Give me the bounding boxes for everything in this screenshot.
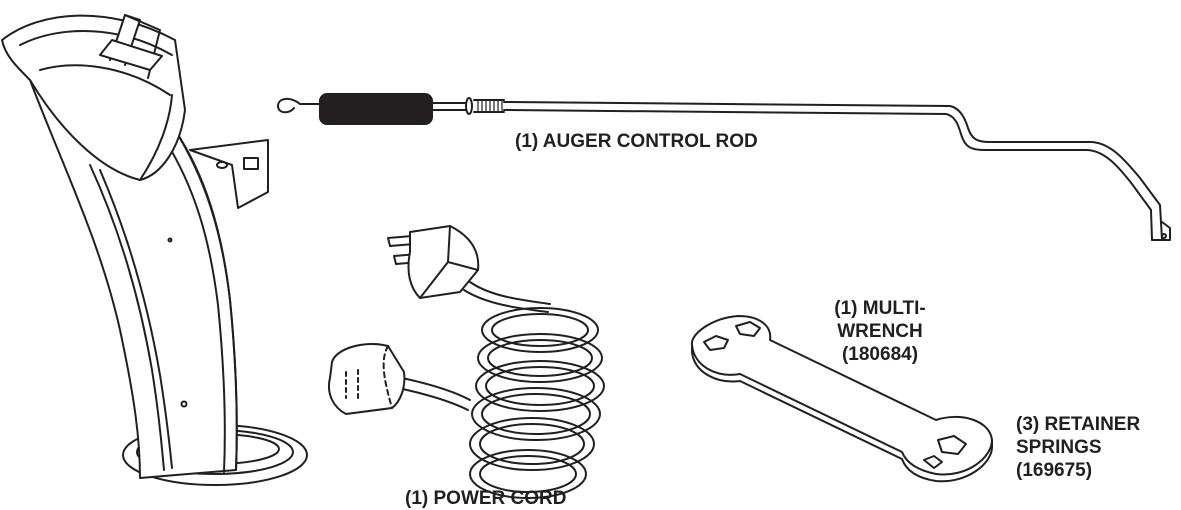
auger-control-rod-label: (1) AUGER CONTROL ROD xyxy=(515,130,758,153)
multi-wrench-drawing xyxy=(690,315,993,483)
discharge-chute-drawing xyxy=(1,14,308,486)
cord-coil xyxy=(469,307,605,499)
retainer-springs-line-1: (3) RETAINER xyxy=(1016,414,1141,435)
auger-control-rod-text: (1) AUGER CONTROL ROD xyxy=(515,131,758,152)
multi-wrench-line-2: WRENCH xyxy=(837,321,923,342)
power-cord-label: (1) POWER CORD xyxy=(405,487,567,510)
retainer-springs-label: (3) RETAINER SPRINGS (169675) xyxy=(1016,413,1140,482)
retainer-springs-line-2: SPRINGS xyxy=(1016,437,1102,458)
power-cord-text: (1) POWER CORD xyxy=(405,488,567,509)
multi-wrench-part-number: (180684) xyxy=(841,344,919,365)
multi-wrench-line-1: (1) MULTI- xyxy=(834,298,926,319)
power-cord-drawing xyxy=(328,225,605,499)
auger-control-rod-drawing xyxy=(277,93,1171,241)
retainer-springs-part-number: (169675) xyxy=(1016,460,1093,481)
multi-wrench-label: (1) MULTI- WRENCH (180684) xyxy=(818,297,942,366)
